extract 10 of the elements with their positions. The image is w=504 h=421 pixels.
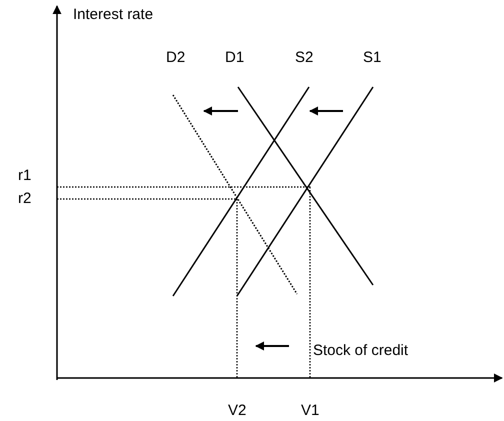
- tick-label: V2: [228, 403, 246, 418]
- axis-label: Stock of credit: [313, 343, 408, 358]
- curve-label: S2: [295, 50, 314, 65]
- tick-label: V1: [301, 403, 320, 418]
- curve-label: S1: [363, 50, 382, 65]
- axis-label: Interest rate: [73, 7, 154, 22]
- tick-label: r1: [18, 168, 32, 183]
- tick-label: r2: [18, 191, 32, 206]
- curve-label: D1: [225, 50, 244, 65]
- curve-label: D2: [166, 50, 186, 65]
